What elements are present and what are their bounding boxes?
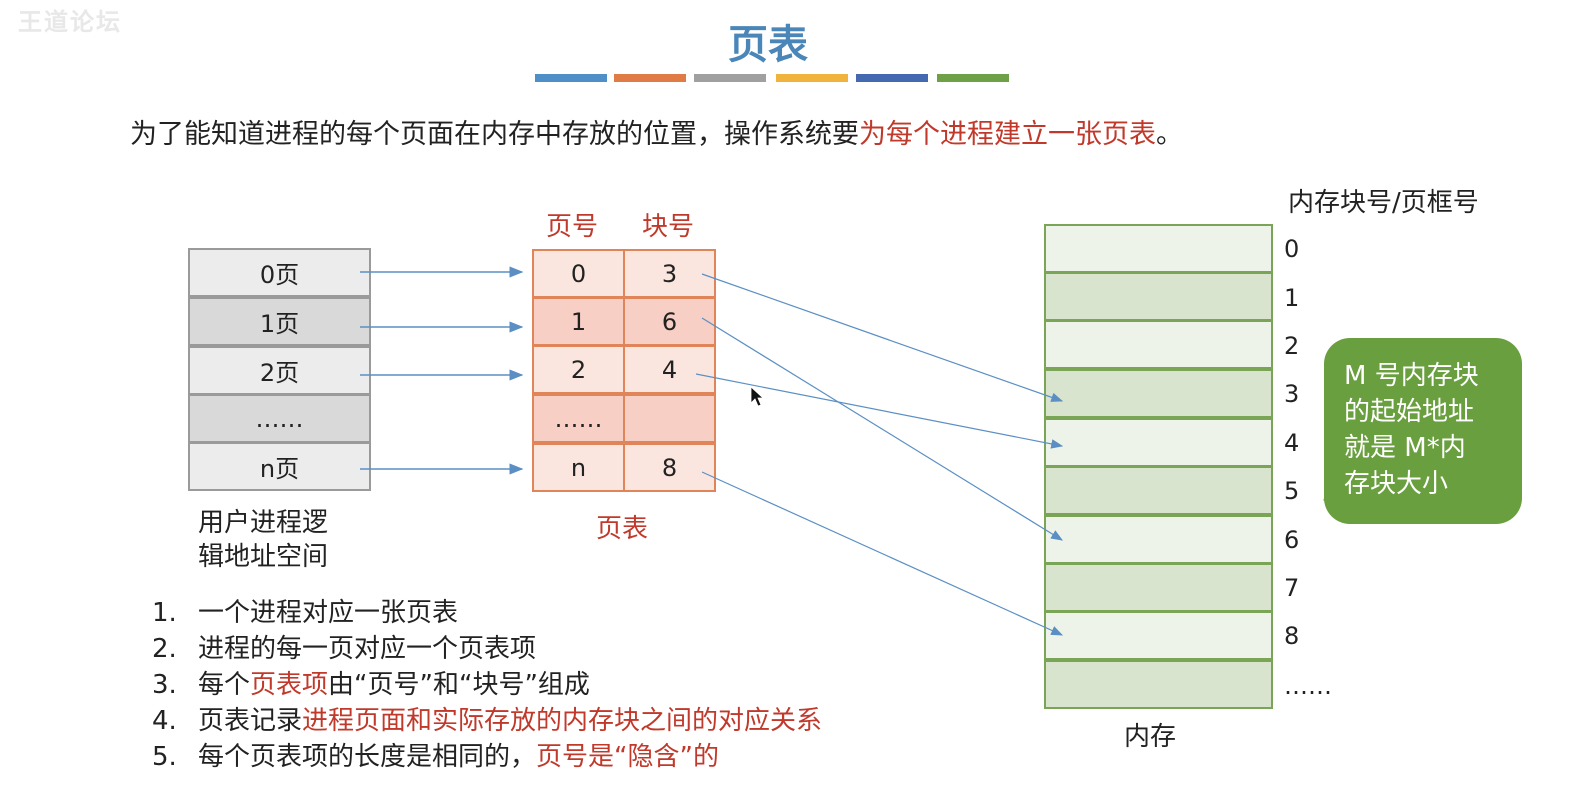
- memory-block-number: 4: [1284, 429, 1300, 457]
- logical-page: ……: [188, 394, 371, 443]
- logical-space-caption: 用户进程逻 辑地址空间: [198, 506, 328, 574]
- memory-block-number: 7: [1284, 574, 1300, 602]
- logical-caption-line2: 辑地址空间: [198, 542, 329, 572]
- page-table-page-cell: n: [532, 443, 625, 492]
- page-table-caption: 页表: [596, 514, 649, 544]
- title-stripe: [614, 74, 686, 82]
- mouse-cursor-icon: [750, 386, 765, 407]
- memory-block: [1044, 224, 1273, 273]
- callout-line3: 就是 M*内: [1344, 433, 1466, 463]
- note-number: 3.: [152, 670, 177, 700]
- note-item: 2. 进程的每一页对应一个页表项: [152, 628, 536, 665]
- note-item: 1. 一个进程对应一张页表: [152, 592, 458, 629]
- note-item: 3. 每个页表项由“页号”和“块号”组成: [152, 664, 590, 701]
- note-item: 4. 页表记录进程页面和实际存放的内存块之间的对应关系: [152, 700, 822, 737]
- memory-block-number: 5: [1284, 477, 1300, 505]
- title-stripe: [535, 74, 607, 82]
- memory-caption: 内存: [1124, 722, 1177, 752]
- memory-block-number: 0: [1284, 235, 1300, 263]
- callout-line2: 的起始地址: [1344, 397, 1475, 427]
- callout-line1: M 号内存块: [1344, 361, 1479, 391]
- note-text: 页表记录: [198, 706, 303, 736]
- page-table-page-cell: 1: [532, 297, 625, 346]
- intro-end: 。: [1156, 119, 1183, 150]
- note-text-highlight: 页号是“隐含”的: [536, 742, 719, 772]
- note-text: 每个页表项的长度是相同的，: [198, 742, 537, 772]
- note-text: 由“页号”和“块号”组成: [328, 670, 590, 700]
- block-number-header: 块号: [642, 212, 695, 242]
- memory-block: [1044, 320, 1273, 369]
- title-stripe: [776, 74, 848, 82]
- watermark-text: 王道论坛: [18, 8, 122, 36]
- memory-block-number: 3: [1284, 380, 1300, 408]
- title-stripe: [937, 74, 1009, 82]
- logical-page: 2页: [188, 346, 371, 395]
- page-table-page-cell: ……: [532, 394, 625, 443]
- note-text: 进程的每一页对应一个页表项: [198, 634, 537, 664]
- memory-block: [1044, 611, 1273, 660]
- page-table-block-cell: 4: [623, 345, 716, 394]
- title-stripe: [694, 74, 766, 82]
- note-item: 5. 每个页表项的长度是相同的，页号是“隐含”的: [152, 736, 719, 773]
- note-number: 2.: [152, 634, 177, 664]
- page-table-page-cell: 0: [532, 249, 625, 298]
- memory-block: [1044, 515, 1273, 564]
- arrow-block8: [701, 471, 1064, 636]
- title-stripe: [856, 74, 928, 82]
- page-table-block-cell: 8: [623, 443, 716, 492]
- page-title: 页表: [728, 22, 808, 68]
- memory-block: [1044, 660, 1273, 709]
- intro-sentence: 为了能知道进程的每个页面在内存中存放的位置，操作系统要为每个进程建立一张页表。: [130, 112, 1183, 151]
- logical-page: 1页: [188, 297, 371, 346]
- note-text: 一个进程对应一张页表: [198, 598, 459, 628]
- note-number: 4.: [152, 706, 177, 736]
- callout-bubble: M 号内存块 的起始地址 就是 M*内 存块大小: [1324, 338, 1522, 524]
- intro-plain: 为了能知道进程的每个页面在内存中存放的位置，操作系统要: [130, 119, 859, 150]
- memory-block-number: 2: [1284, 332, 1300, 360]
- memory-block: [1044, 272, 1273, 321]
- note-number: 5.: [152, 742, 177, 772]
- memory-block-number: 1: [1284, 284, 1300, 312]
- arrow-block6: [701, 317, 1064, 541]
- page-table-block-cell: [623, 394, 716, 443]
- arrow-block3: [701, 273, 1064, 402]
- note-text-highlight: 进程页面和实际存放的内存块之间的对应关系: [302, 706, 823, 736]
- memory-block-number: ……: [1284, 672, 1332, 700]
- callout-line4: 存块大小: [1344, 469, 1449, 499]
- note-number: 1.: [152, 598, 177, 628]
- logical-caption-line1: 用户进程逻: [198, 508, 329, 538]
- note-text: 每个: [198, 670, 251, 700]
- memory-block: [1044, 466, 1273, 515]
- memory-block-number: 6: [1284, 526, 1300, 554]
- page-table-page-cell: 2: [532, 345, 625, 394]
- memory-block: [1044, 369, 1273, 418]
- page-number-header: 页号: [546, 212, 599, 242]
- note-text-highlight: 页表项: [250, 670, 329, 700]
- page-table-block-cell: 3: [623, 249, 716, 298]
- memory-header: 内存块号/页框号: [1288, 188, 1479, 218]
- intro-highlight: 为每个进程建立一张页表: [859, 119, 1156, 150]
- arrow-block4: [695, 373, 1064, 449]
- memory-block-number: 8: [1284, 622, 1300, 650]
- logical-page: 0页: [188, 248, 371, 297]
- logical-page: n页: [188, 442, 371, 491]
